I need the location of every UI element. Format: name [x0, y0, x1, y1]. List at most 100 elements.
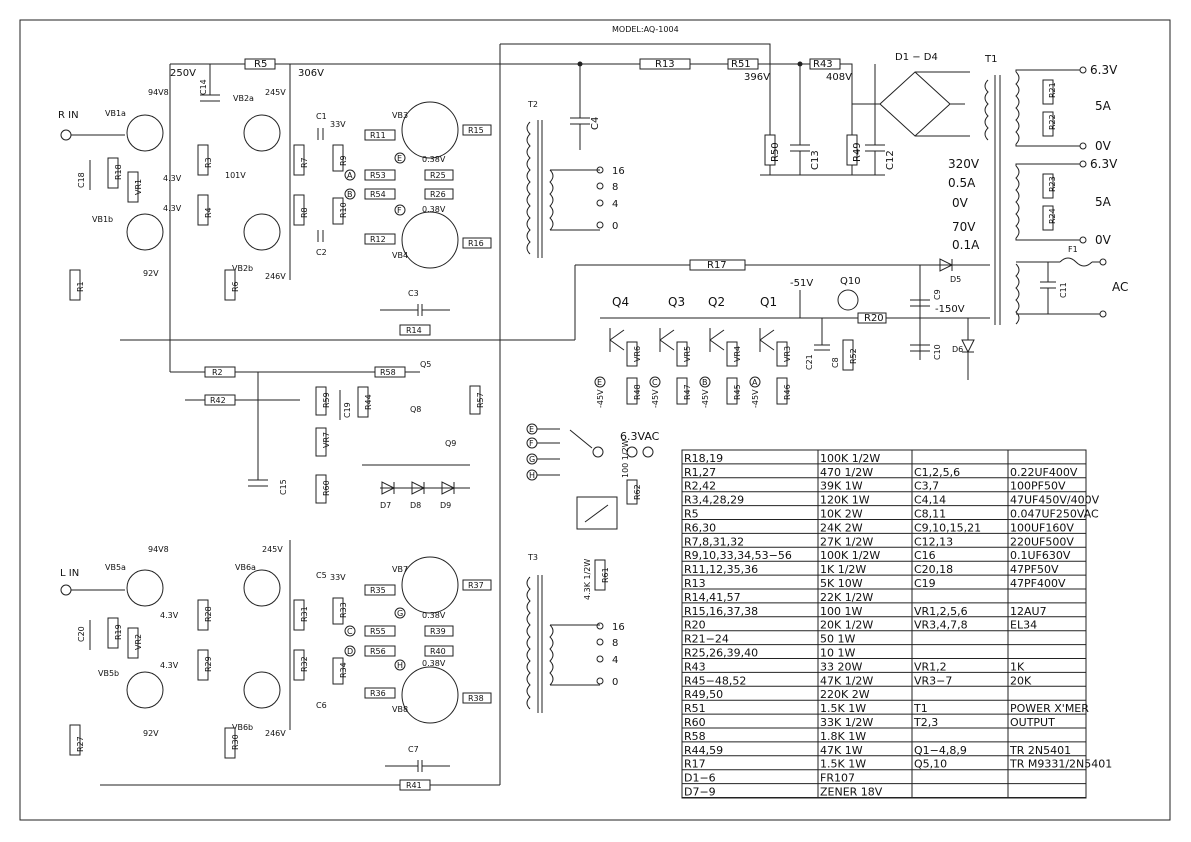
table-cell: C20,18: [914, 563, 953, 576]
svg-text:0.38V: 0.38V: [422, 659, 446, 668]
svg-text:0: 0: [612, 221, 618, 232]
svg-text:R41: R41: [406, 781, 422, 790]
model-label: MODEL:AQ-1004: [612, 25, 679, 34]
table-cell: R17: [684, 758, 706, 771]
table-cell: R3,4,28,29: [684, 494, 744, 507]
svg-text:R38: R38: [468, 694, 484, 703]
resistor-r21: [1042, 79, 1054, 105]
svg-text:VB2a: VB2a: [233, 94, 254, 103]
svg-text:100 1/2W: 100 1/2W: [621, 439, 630, 478]
voltage-0v-b: 0V: [1095, 139, 1112, 153]
svg-text:C19: C19: [343, 402, 352, 418]
svg-text:8: 8: [612, 638, 618, 649]
svg-text:C: C: [347, 627, 353, 636]
svg-text:R34: R34: [339, 662, 348, 678]
table-cell: 470 1/2W: [820, 466, 873, 479]
tube-vb2a: [243, 114, 281, 152]
svg-text:C7: C7: [408, 745, 419, 754]
svg-text:R55: R55: [370, 627, 386, 636]
svg-text:VB7: VB7: [392, 565, 408, 574]
table-cell: 5K 10W: [820, 577, 863, 590]
svg-text:VB1b: VB1b: [92, 215, 113, 224]
svg-text:D7: D7: [380, 501, 391, 510]
power-supply: R13 R51 396V R43 408V C4 R50 C13 R49 C12…: [120, 43, 1128, 408]
table-cell: R20: [684, 619, 706, 632]
tube-vb7: [401, 556, 459, 614]
svg-text:0.38V: 0.38V: [422, 611, 446, 620]
svg-text:C14: C14: [199, 79, 208, 95]
svg-text:F: F: [529, 439, 534, 448]
svg-text:-45V: -45V: [751, 389, 760, 408]
label-f1: F1: [1068, 245, 1078, 254]
label-r43: R43: [813, 59, 833, 70]
svg-text:R54: R54: [370, 190, 386, 199]
svg-text:R32: R32: [300, 656, 309, 672]
center-control: R2 R42 C15 R59 VR7 R60 C19 R44 R58 Q5 Q8…: [170, 360, 660, 600]
table-cell: 120K 1W: [820, 494, 870, 507]
svg-text:VB5b: VB5b: [98, 669, 119, 678]
svg-text:94V8: 94V8: [148, 545, 169, 554]
diode-d5: [939, 258, 954, 272]
tube-vb8: [401, 666, 459, 724]
transistor-q10: [837, 289, 859, 311]
table-cell: R49,50: [684, 688, 723, 701]
tube-vb1a: [126, 114, 164, 152]
table-cell: 1.8K 1W: [820, 730, 866, 743]
svg-text:C2: C2: [316, 248, 327, 257]
table-cell: R25,26,39,40: [684, 647, 758, 660]
svg-text:R53: R53: [370, 171, 386, 180]
svg-text:VR4: VR4: [733, 346, 742, 362]
svg-text:16: 16: [612, 622, 625, 633]
svg-text:R57: R57: [476, 392, 485, 408]
svg-text:Q8: Q8: [410, 405, 421, 414]
svg-text:R31: R31: [300, 606, 309, 622]
svg-text:R7: R7: [300, 157, 309, 168]
svg-text:E: E: [529, 425, 534, 434]
l-input-jack[interactable]: [60, 584, 72, 596]
svg-text:101V: 101V: [225, 171, 246, 180]
table-cell: C8,11: [914, 508, 946, 521]
table-cell: T2,3: [913, 716, 938, 729]
selector-switch[interactable]: [569, 429, 593, 449]
svg-text:R37: R37: [468, 581, 484, 590]
table-cell: POWER X'MER: [1010, 702, 1089, 715]
t2-secondary: [549, 169, 554, 231]
voltage-396: 396V: [744, 72, 770, 83]
label-r50: R50: [770, 142, 781, 162]
table-cell: 50 1W: [820, 633, 855, 646]
r-input-jack[interactable]: [60, 129, 72, 141]
current-5a-b: 5A: [1095, 195, 1112, 209]
svg-text:245V: 245V: [262, 545, 283, 554]
svg-text:VR6: VR6: [633, 346, 642, 362]
svg-text:R22: R22: [1048, 114, 1057, 130]
label-c13: C13: [810, 150, 821, 170]
resistor-r23: [1042, 173, 1054, 199]
svg-text:VR1: VR1: [134, 179, 143, 195]
table-cell: Q5,10: [914, 758, 947, 771]
table-cell: VR3−7: [914, 674, 952, 687]
resistor-r22: [1042, 111, 1054, 137]
table-cell: R51: [684, 702, 706, 715]
svg-text:94V8: 94V8: [148, 88, 169, 97]
svg-text:-45V: -45V: [701, 389, 710, 408]
table-cell: TR 2N5401: [1009, 744, 1071, 757]
table-cell: 1K 1/2W: [820, 563, 866, 576]
svg-text:R26: R26: [430, 190, 446, 199]
svg-text:VB2b: VB2b: [232, 264, 253, 273]
voltage-63-b: 6.3V: [1090, 157, 1118, 171]
pot-vr1: [127, 171, 139, 203]
table-cell: R45−48,52: [684, 674, 746, 687]
table-cell: 10K 2W: [820, 508, 863, 521]
svg-text:A: A: [752, 378, 758, 387]
svg-text:C5: C5: [316, 571, 327, 580]
svg-text:16: 16: [612, 166, 625, 177]
voltage-63-a: 6.3V: [1090, 63, 1118, 77]
table-cell: 1.5K 1W: [820, 702, 866, 715]
bias-meter: E F G H 6.3VAC R62 100 1/2W R61 4.3K 1/2…: [526, 423, 660, 600]
table-cell: R2,42: [684, 480, 716, 493]
svg-text:R16: R16: [468, 239, 484, 248]
table-cell: R15,16,37,38: [684, 605, 758, 618]
svg-text:E: E: [397, 154, 402, 163]
svg-text:R62: R62: [633, 484, 642, 500]
table-cell: 47PF50V: [1010, 563, 1059, 576]
